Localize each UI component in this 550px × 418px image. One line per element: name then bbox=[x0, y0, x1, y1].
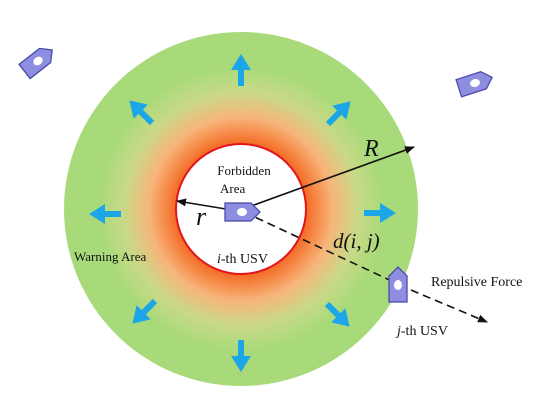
i-th-usv-label: i-th USV bbox=[217, 252, 268, 267]
small-radius-label: r bbox=[196, 202, 207, 231]
distance-label: d(i, j) bbox=[333, 229, 380, 253]
warning-area-label: Warning Area bbox=[74, 249, 146, 264]
R-radius-arrow bbox=[242, 146, 415, 210]
j-th-usv-label: j-th USV bbox=[395, 324, 448, 339]
forbidden-area-label-line1: Forbidden bbox=[217, 163, 271, 178]
usv-boat-icon bbox=[18, 42, 59, 80]
repulsive-force-arrow bbox=[398, 284, 488, 323]
large-radius-label: R bbox=[363, 136, 379, 162]
repulsive-force-label: Repulsive Force bbox=[431, 275, 522, 290]
usv-boat-icon bbox=[455, 68, 496, 98]
distance-line bbox=[243, 211, 399, 285]
forbidden-area-label-line2: Area bbox=[220, 181, 245, 196]
